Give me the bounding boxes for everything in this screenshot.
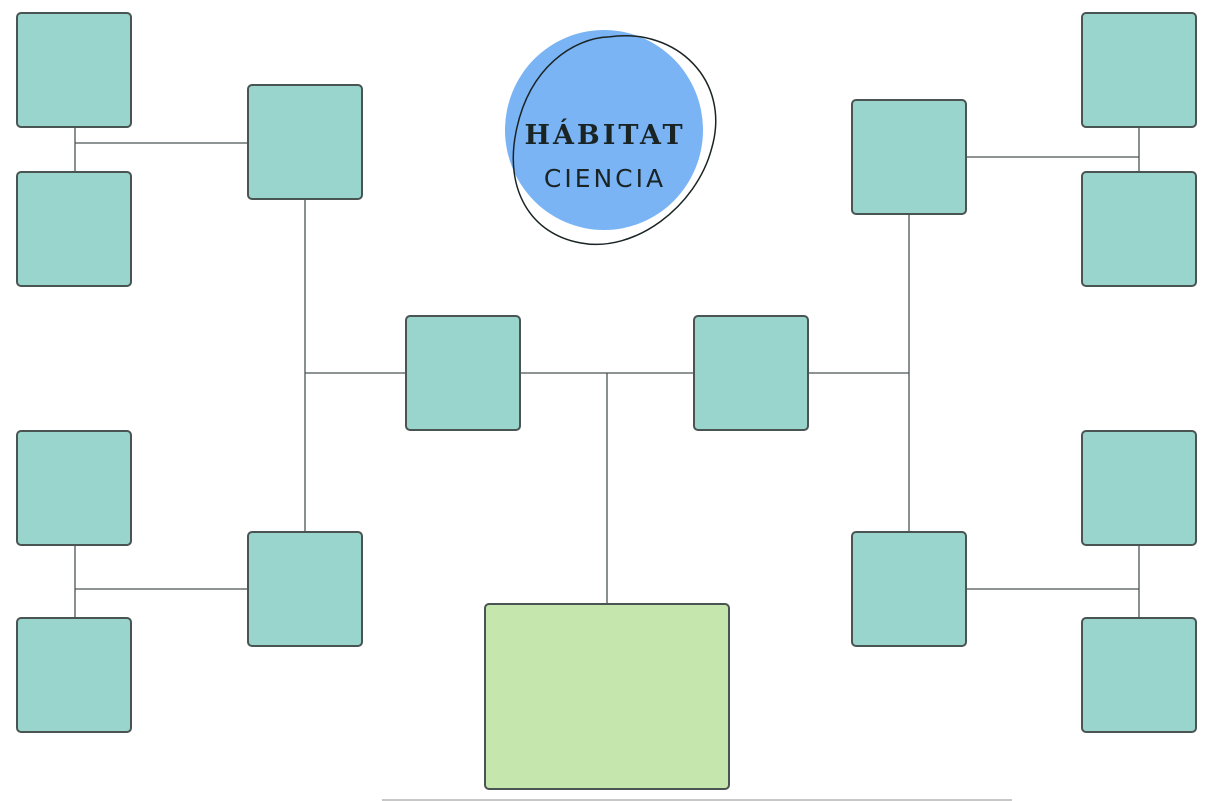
node-leaf-rt-1[interactable] xyxy=(1081,12,1197,128)
logo-title: HÁBITAT xyxy=(524,120,686,151)
node-right-top[interactable] xyxy=(851,99,967,215)
node-left-top[interactable] xyxy=(247,84,363,200)
logo-badge-icon xyxy=(505,30,717,246)
habitat-ciencia-logo: HÁBITAT CIENCIA xyxy=(500,24,722,254)
node-leaf-rb-1[interactable] xyxy=(1081,430,1197,546)
node-leaf-lt-1[interactable] xyxy=(16,12,132,128)
node-leaf-rb-2[interactable] xyxy=(1081,617,1197,733)
node-center-right[interactable] xyxy=(693,315,809,431)
node-leaf-lb-1[interactable] xyxy=(16,430,132,546)
node-leaf-lt-2[interactable] xyxy=(16,171,132,287)
node-root[interactable] xyxy=(484,603,730,790)
node-leaf-lb-2[interactable] xyxy=(16,617,132,733)
node-right-bottom[interactable] xyxy=(851,531,967,647)
logo-subtitle: CIENCIA xyxy=(543,164,667,193)
node-center-left[interactable] xyxy=(405,315,521,431)
node-leaf-rt-2[interactable] xyxy=(1081,171,1197,287)
node-left-bottom[interactable] xyxy=(247,531,363,647)
